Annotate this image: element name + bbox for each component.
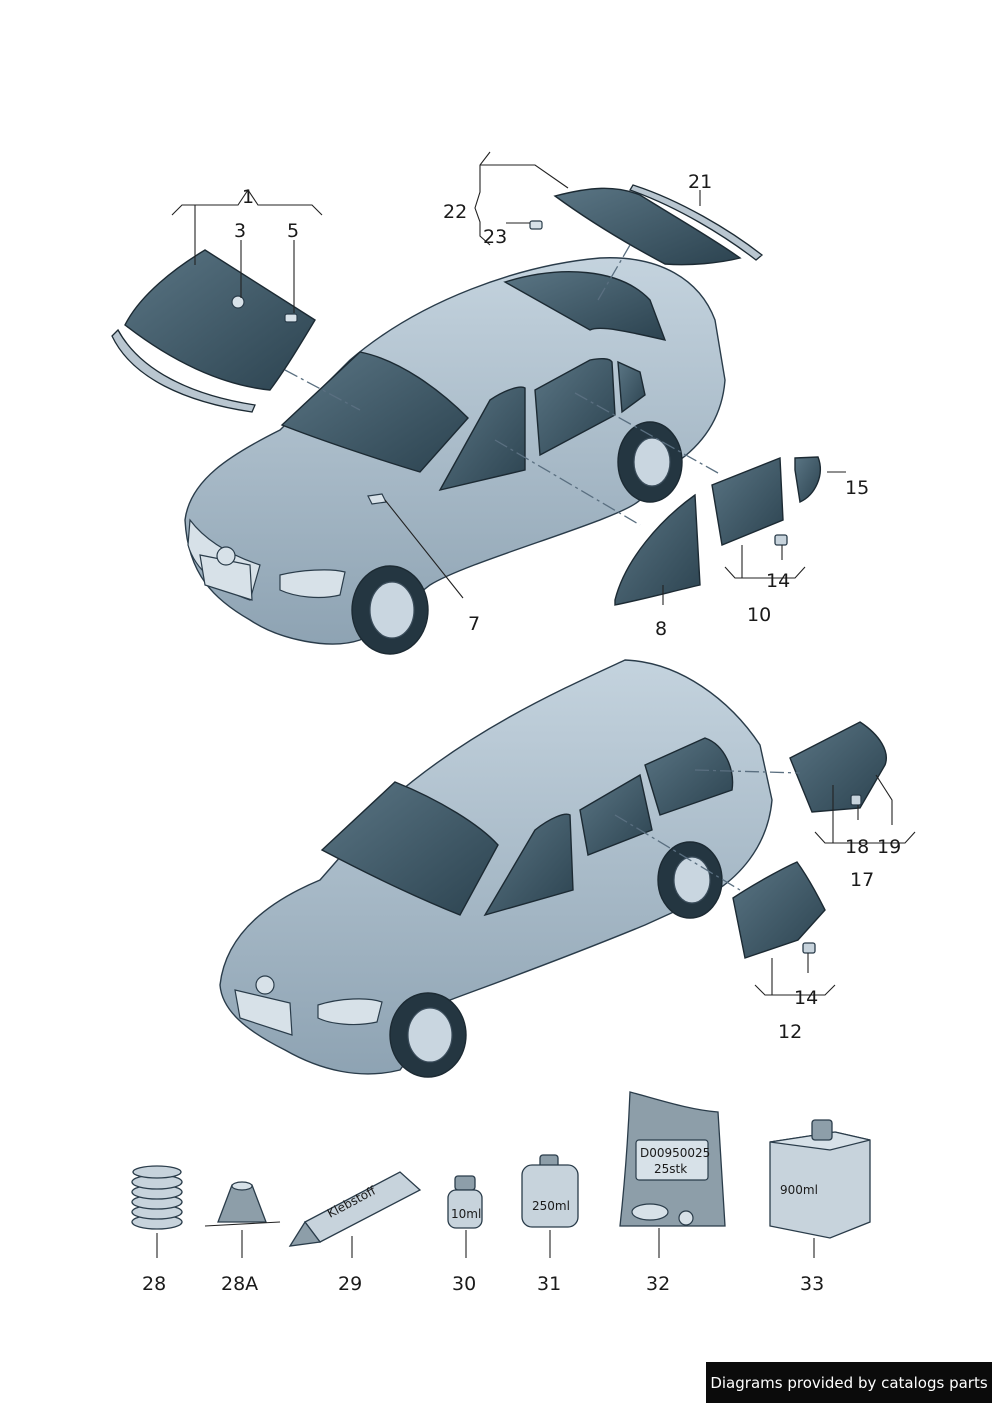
callout-15: 15 [845, 477, 869, 499]
callout-18: 18 [845, 836, 869, 858]
callout-8: 8 [655, 618, 667, 640]
callout-14-top: 14 [766, 570, 790, 592]
credit-text: Diagrams provided by catalogs parts [710, 1373, 988, 1392]
callout-19: 19 [877, 836, 901, 858]
callout-10: 10 [747, 604, 771, 626]
bottle-label: 10ml [451, 1207, 481, 1221]
callout-28a: 28A [221, 1273, 258, 1295]
callout-33: 33 [800, 1273, 824, 1295]
adhesive-tube-29: Klebstoff [288, 1171, 422, 1247]
callout-17: 17 [850, 869, 874, 891]
can-label: 250ml [532, 1199, 570, 1213]
box-33: 900ml [769, 1119, 871, 1239]
wagon-rear-door-glass [732, 861, 826, 959]
callout-3: 3 [234, 220, 246, 242]
windshield-part [124, 249, 316, 391]
rear-door-glass [711, 456, 784, 546]
bag-32: D00950025 25stk [619, 1091, 726, 1227]
callout-14-bottom: 14 [794, 987, 818, 1009]
rear-window-seal [629, 184, 764, 261]
rear-window-part [553, 187, 742, 266]
bag-line2: 25stk [654, 1162, 687, 1176]
callout-22: 22 [443, 201, 467, 223]
clip-14-top [774, 534, 788, 546]
wagon-side-glass [789, 721, 887, 813]
spring-28 [131, 1165, 183, 1230]
callout-23: 23 [483, 226, 507, 248]
callout-numbers: 1 3 5 21 22 23 15 14 7 8 10 18 19 17 14 … [142, 171, 901, 1295]
callout-5: 5 [287, 220, 299, 242]
leader-lines [156, 151, 916, 1258]
callout-21: 21 [688, 171, 712, 193]
callout-32: 32 [646, 1273, 670, 1295]
callout-29: 29 [338, 1273, 362, 1295]
box-label: 900ml [780, 1183, 818, 1197]
credit-banner[interactable]: Diagrams provided by catalogs parts [706, 1362, 992, 1403]
clip-18 [850, 794, 862, 806]
front-door-glass [614, 493, 701, 606]
can-31: 250ml [521, 1154, 579, 1228]
wagon-car [219, 659, 773, 1078]
callout-12: 12 [778, 1021, 802, 1043]
callout-7: 7 [468, 613, 480, 635]
callout-28: 28 [142, 1273, 166, 1295]
quarter-glass [794, 456, 821, 504]
windshield-seal [111, 328, 256, 413]
clip-23 [529, 220, 543, 230]
bag-line1: D00950025 [640, 1146, 710, 1160]
sedan-car [184, 257, 726, 655]
callout-31: 31 [537, 1273, 561, 1295]
callout-1: 1 [242, 186, 254, 208]
clip-14-bottom [802, 942, 816, 954]
callout-30: 30 [452, 1273, 476, 1295]
bottle-30: 10ml [447, 1175, 483, 1229]
cord-28a [204, 1181, 281, 1227]
